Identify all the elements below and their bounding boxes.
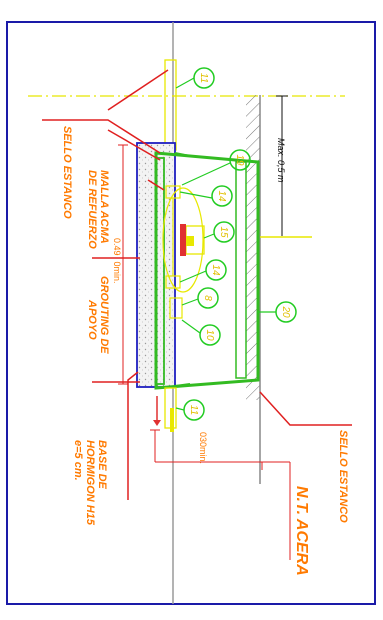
sello-estanco-bottom-label: SELLO ESTANCO xyxy=(337,430,349,523)
grouting-label: GROUTING DE xyxy=(98,276,110,354)
svg-text:11: 11 xyxy=(188,405,199,415)
apoyo-label: APOYO xyxy=(86,299,98,340)
min-049-label: 0.490min. xyxy=(112,238,122,284)
callout-15: 15 xyxy=(213,221,235,243)
leader-lines xyxy=(42,69,352,500)
svg-text:8: 8 xyxy=(202,295,213,301)
svg-text:15: 15 xyxy=(218,226,229,238)
flange-bottom xyxy=(174,383,191,387)
callout-14-a: 14 xyxy=(211,185,233,207)
svg-text:10: 10 xyxy=(204,329,215,341)
refuerzo-label: DE REFUERZO xyxy=(86,170,98,249)
malla-acma-label: MALLA ACMA xyxy=(98,170,110,244)
hormigon-label: HORMIGON H15 xyxy=(84,440,96,526)
flange-top xyxy=(174,152,191,157)
callout-8: 8 xyxy=(197,287,219,309)
svg-text:19: 19 xyxy=(234,154,245,166)
espesor-label: e=5 cm. xyxy=(72,440,84,481)
valve-body xyxy=(180,224,205,256)
svg-text:20: 20 xyxy=(280,305,291,318)
callout-11-bottom: 11 xyxy=(183,399,205,421)
callout-14-b: 14 xyxy=(205,259,227,281)
dimension-lines xyxy=(118,144,291,560)
svg-text:11: 11 xyxy=(198,73,209,83)
sello-estanco-top-label: SELLO ESTANCO xyxy=(61,126,73,219)
svg-text:14: 14 xyxy=(210,264,221,276)
svg-text:14: 14 xyxy=(216,190,227,202)
max-depth-label: Max. 0,5 m xyxy=(276,138,286,183)
flow-arrow-head xyxy=(153,420,161,426)
min-030-label: 030min. xyxy=(198,432,208,464)
drawing-frame xyxy=(6,21,376,605)
upper-pipe xyxy=(164,59,177,151)
inner-lid xyxy=(235,161,247,379)
callout-10: 10 xyxy=(199,324,221,346)
callout-20: 20 xyxy=(275,301,297,323)
callout-11-top: 11 xyxy=(193,67,215,89)
max-depth-dim xyxy=(276,95,288,236)
base-de-label: BASE DE xyxy=(96,440,108,490)
callout-leaders xyxy=(175,77,276,411)
nt-acera-label: N.T. ACERA xyxy=(293,486,310,576)
callout-19: 19 xyxy=(229,149,251,171)
inner-frame xyxy=(155,157,165,385)
